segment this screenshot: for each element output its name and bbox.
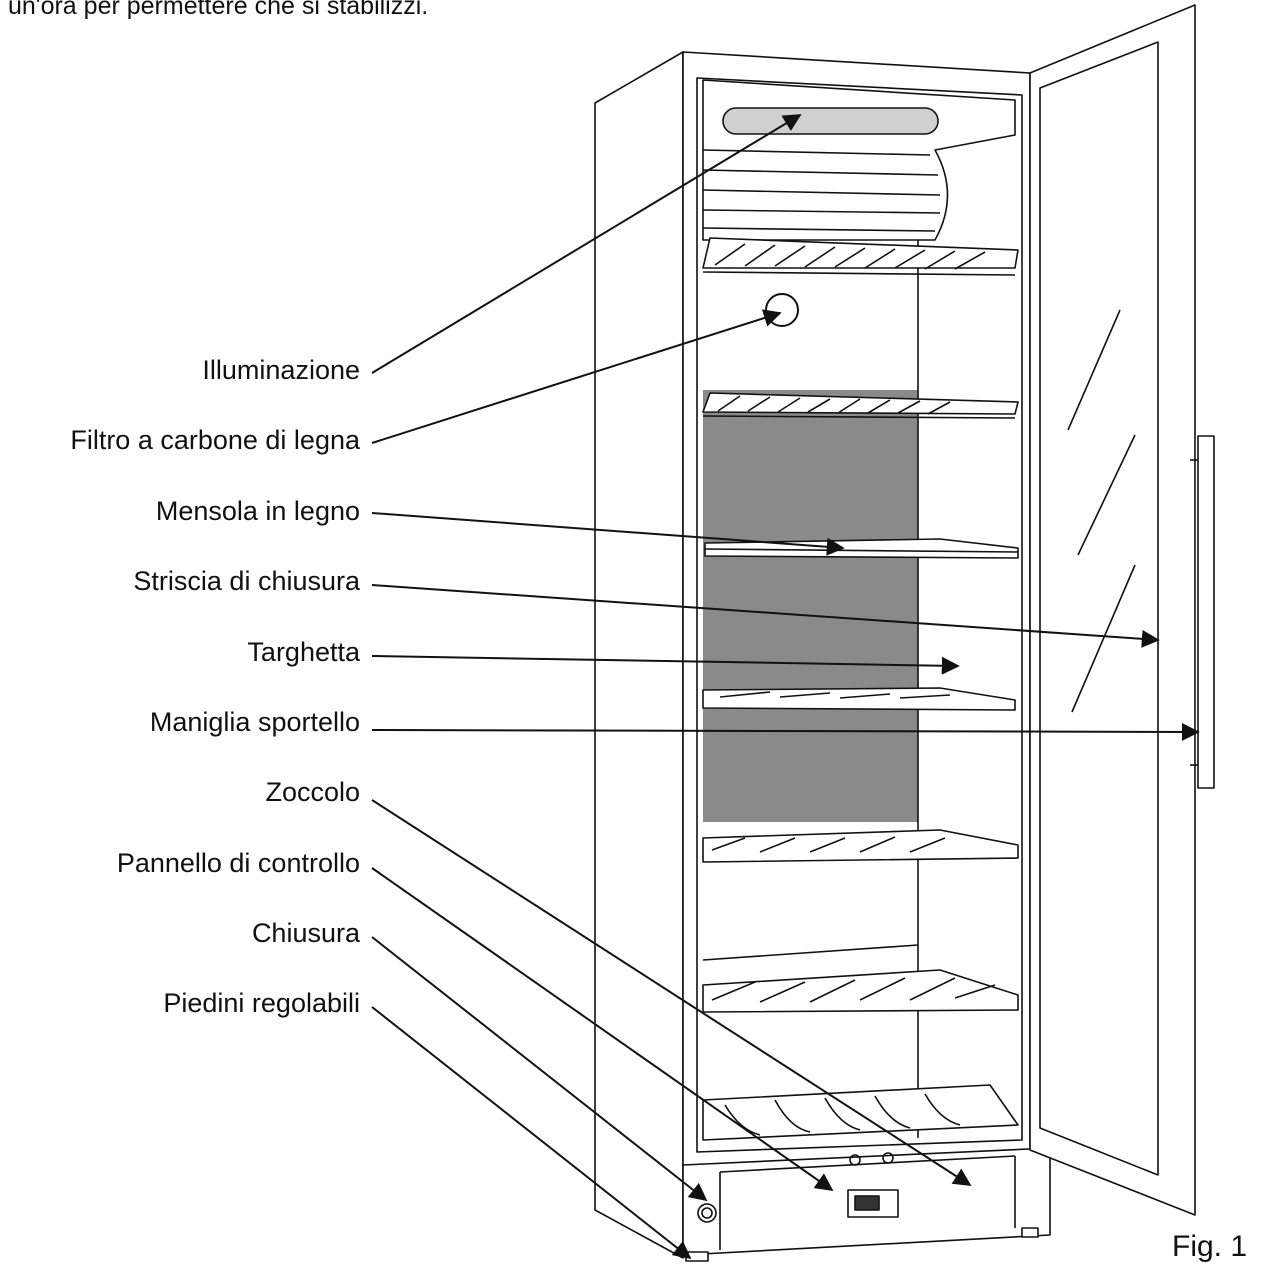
charcoal-filter bbox=[765, 293, 799, 327]
shelf-4 bbox=[702, 687, 1016, 711]
plinth bbox=[682, 1147, 1051, 1262]
label-maniglia-sportello: Maniglia sportello bbox=[149, 707, 360, 737]
leader-lines bbox=[371, 114, 1200, 1260]
label-striscia-chiusura: Striscia di chiusura bbox=[133, 566, 360, 596]
label-illuminazione: Illuminazione bbox=[202, 355, 360, 385]
label-chiusura: Chiusura bbox=[251, 918, 360, 948]
leader-piedini bbox=[371, 1006, 692, 1260]
leader-maniglia bbox=[371, 722, 1200, 741]
back-panel bbox=[703, 390, 918, 822]
lock-keyhole bbox=[697, 1203, 717, 1223]
leader-filtro bbox=[371, 309, 782, 444]
illumination-light bbox=[722, 107, 939, 135]
label-mensola-legno: Mensola in legno bbox=[155, 496, 360, 526]
glass-door bbox=[1029, 4, 1196, 1216]
intro-text: un'ora per permettere che si stabilizzi. bbox=[8, 0, 429, 20]
label-zoccolo: Zoccolo bbox=[265, 777, 360, 807]
door-handle bbox=[1190, 435, 1215, 789]
shelf-2 bbox=[702, 392, 1019, 419]
label-pannello-controllo: Pannello di controllo bbox=[116, 848, 360, 878]
bottom-bottle-rack bbox=[702, 1084, 1019, 1141]
leader-targhetta bbox=[371, 655, 960, 675]
leader-striscia bbox=[371, 584, 1160, 648]
leader-illuminazione bbox=[371, 114, 802, 374]
leader-chiusura bbox=[371, 936, 708, 1202]
label-filtro-carbone: Filtro a carbone di legna bbox=[70, 425, 360, 455]
shelf-1 bbox=[702, 237, 1019, 276]
shelf-5 bbox=[702, 829, 1019, 863]
leader-mensola bbox=[371, 512, 845, 556]
leader-zoccolo bbox=[371, 799, 972, 1186]
leader-pannello bbox=[371, 867, 834, 1192]
label-targhetta: Targhetta bbox=[247, 637, 360, 667]
figure-caption: Fig. 1 bbox=[1172, 1230, 1248, 1263]
label-piedini-regolabili: Piedini regolabili bbox=[163, 988, 360, 1018]
shelf-6 bbox=[702, 944, 1019, 1013]
